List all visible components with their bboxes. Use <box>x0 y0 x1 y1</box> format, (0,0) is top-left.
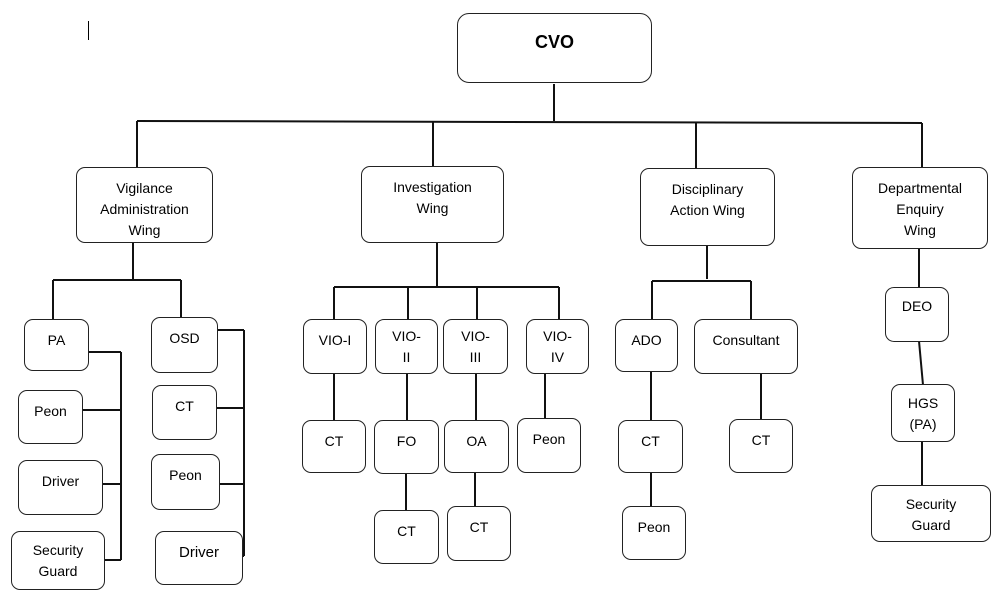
text-cursor <box>88 21 89 40</box>
consultant-ct-node: CT <box>729 419 793 473</box>
pa-security-guard-node: Security Guard <box>11 531 105 590</box>
vigilance-administration-wing-node: Vigilance Administration Wing <box>76 167 213 243</box>
vio-iii-node: VIO- III <box>443 319 508 374</box>
pa-driver-node: Driver <box>18 460 103 515</box>
departmental-enquiry-wing-node: Departmental Enquiry Wing <box>852 167 988 249</box>
vio-ii-node: VIO- II <box>375 319 438 374</box>
vio-iii-oa-node: OA <box>444 420 509 473</box>
ado-ct-node: CT <box>618 420 683 473</box>
connector <box>136 120 923 124</box>
vio-iii-ct-node: CT <box>447 506 511 561</box>
vio-iv-peon-node: Peon <box>517 418 581 473</box>
investigation-wing-node: Investigation Wing <box>361 166 504 243</box>
ado-node: ADO <box>615 319 678 372</box>
osd-node: OSD <box>151 317 218 373</box>
ado-peon-node: Peon <box>622 506 686 560</box>
vio-i-ct-node: CT <box>302 420 366 473</box>
osd-ct-node: CT <box>152 385 217 440</box>
connector <box>918 340 924 386</box>
hgs-pa-node: HGS (PA) <box>891 384 955 442</box>
vio-i-node: VIO-I <box>303 319 367 374</box>
vio-iv-node: VIO- IV <box>526 319 589 374</box>
osd-peon-node: Peon <box>151 454 220 510</box>
deo-node: DEO <box>885 287 949 342</box>
vio-ii-fo-node: FO <box>374 420 439 474</box>
vio-ii-ct-node: CT <box>374 510 439 564</box>
pa-node: PA <box>24 319 89 371</box>
osd-driver-node: Driver <box>155 531 243 585</box>
cvo-node: CVO <box>457 13 652 83</box>
enquiry-security-guard-node: Security Guard <box>871 485 991 542</box>
consultant-node: Consultant <box>694 319 798 374</box>
disciplinary-action-wing-node: Disciplinary Action Wing <box>640 168 775 246</box>
pa-peon-node: Peon <box>18 390 83 444</box>
